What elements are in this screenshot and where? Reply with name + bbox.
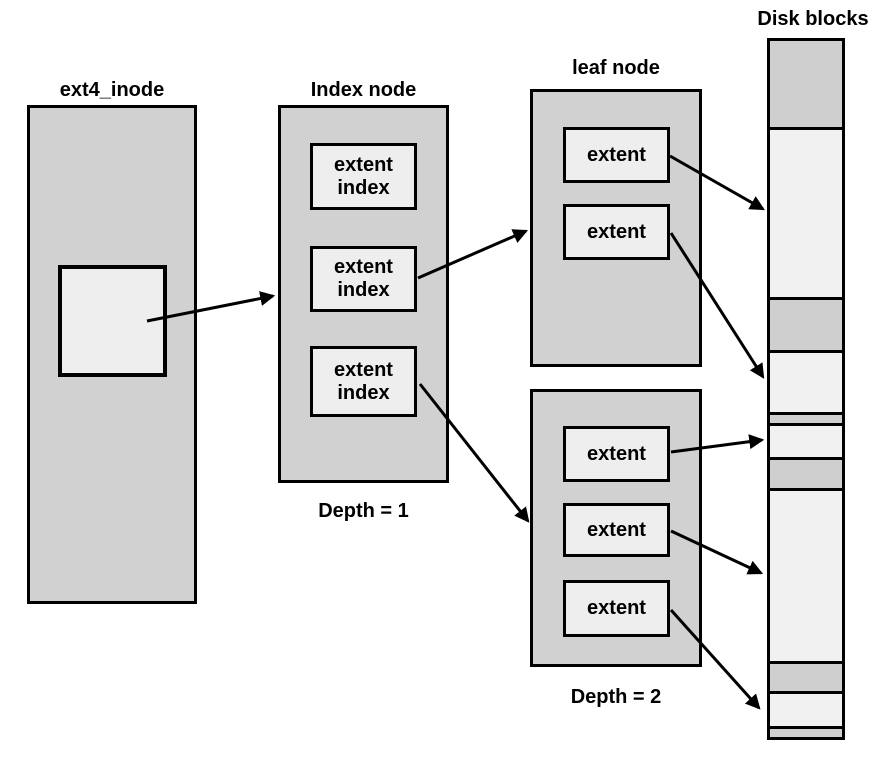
depth-1-caption: Depth = 1 — [318, 500, 409, 522]
depth-2-caption: Depth = 2 — [570, 686, 662, 708]
ext4-inode-label: ext4_inode — [59, 79, 165, 101]
extent-index-cell-2: extent index — [310, 246, 417, 312]
leaf-bottom-extent-cell-2: extent — [563, 503, 670, 557]
disk-block-segment-gray — [770, 460, 842, 488]
leaf-node-label: leaf node — [572, 57, 660, 79]
disk-block-segment-gray — [770, 729, 842, 737]
leaf-top-extent-cell-2: extent — [563, 204, 670, 260]
disk-block-segment-light — [770, 426, 842, 457]
leaf-bottom-extent-cell-3: extent — [563, 580, 670, 637]
leaf-top-extent-cell-1: extent — [563, 127, 670, 183]
extent-index-cell-1: extent index — [310, 143, 417, 210]
disk-block-segment-light — [770, 130, 842, 297]
disk-block-segment-gray — [770, 664, 842, 691]
ext4-inode-extent-header-box — [58, 265, 167, 377]
disk-block-segment-light — [770, 694, 842, 726]
disk-block-segment-light — [770, 491, 842, 661]
leaf-bottom-extent-cell-1: extent — [563, 426, 670, 482]
disk-block-segment-light — [770, 353, 842, 412]
disk-column — [767, 38, 845, 740]
disk-blocks-label: Disk blocks — [757, 8, 869, 30]
disk-block-segment-gray — [770, 41, 842, 127]
disk-block-segment-gray — [770, 300, 842, 350]
extent-index-cell-3: extent index — [310, 346, 417, 417]
disk-block-segment-gray — [770, 415, 842, 423]
index-node-label: Index node — [310, 79, 417, 101]
